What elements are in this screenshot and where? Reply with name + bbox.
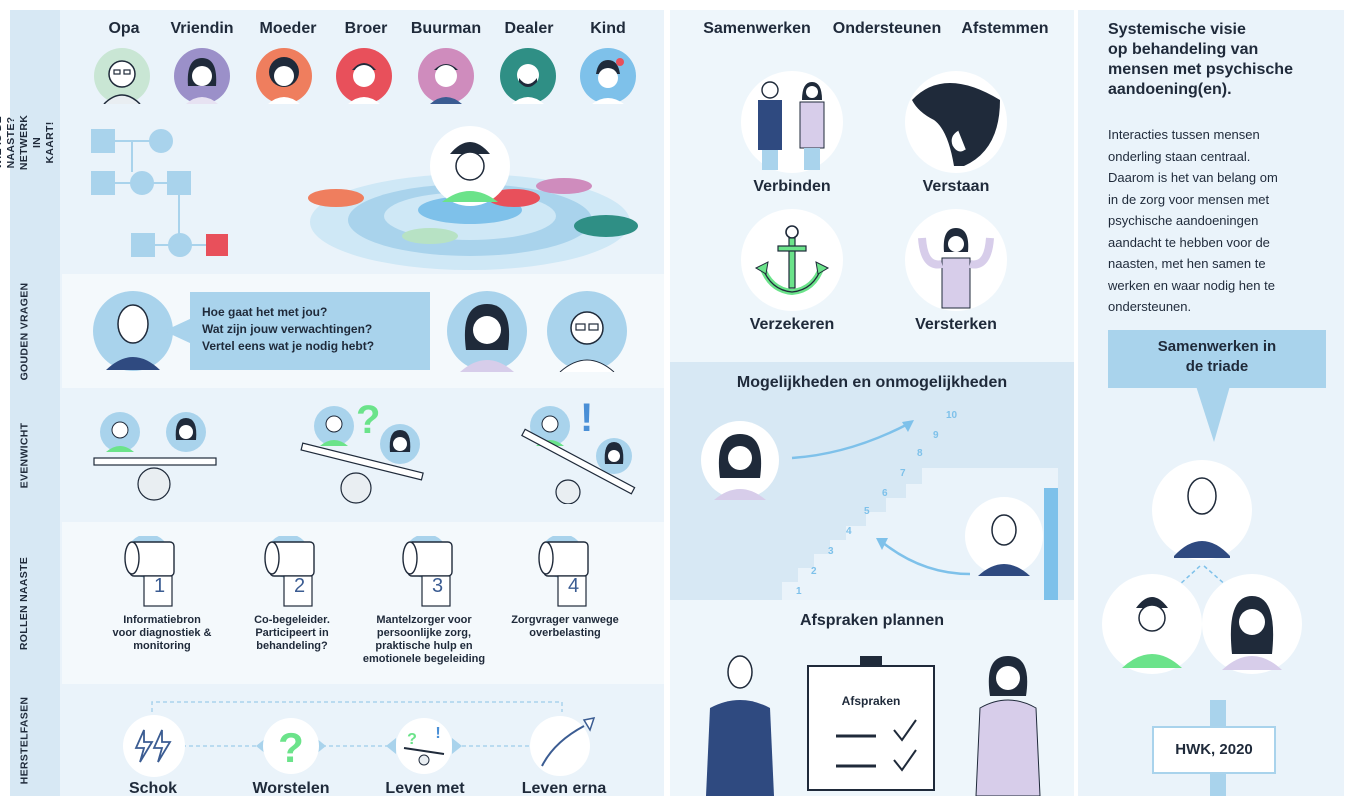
person-name-kind: Kind bbox=[590, 20, 626, 37]
triade-diagram bbox=[1102, 460, 1302, 674]
lightning-icon bbox=[123, 715, 185, 777]
step-8: 8 bbox=[917, 448, 923, 459]
step-7: 7 bbox=[900, 468, 906, 479]
exclamation-symbol: ! bbox=[580, 396, 594, 440]
section-strip bbox=[10, 10, 60, 796]
avatar-opa bbox=[94, 48, 150, 104]
roll-number-1: 1 bbox=[154, 575, 166, 597]
person-name-buurman: Buurman bbox=[410, 20, 482, 37]
step-6: 6 bbox=[882, 488, 888, 499]
network-ripple-illustration bbox=[308, 126, 638, 270]
person-name-opa: Opa bbox=[108, 20, 140, 37]
versterken-illustration bbox=[905, 209, 1007, 311]
genogram-diagram bbox=[91, 129, 228, 257]
question-2: Wat zijn jouw verwachtingen? bbox=[202, 322, 373, 336]
step-10: 10 bbox=[946, 410, 958, 421]
step-9: 9 bbox=[933, 430, 939, 441]
roll-icon-1 bbox=[124, 536, 175, 607]
avatar-broer bbox=[336, 48, 392, 104]
avatar-man-stairs bbox=[965, 497, 1043, 576]
person-name-dealer: Dealer bbox=[504, 20, 554, 37]
gouden-vragen-bubble: Hoe gaat het met jou? Wat zijn jouw verw… bbox=[190, 292, 430, 370]
board-title: Afspraken bbox=[841, 694, 901, 708]
speech-bubble-tail bbox=[164, 318, 192, 344]
person-name-moeder: Moeder bbox=[259, 20, 317, 37]
anchor-icon bbox=[741, 209, 843, 311]
avatar-kind bbox=[580, 48, 636, 104]
mogelijkheden-title: Mogelijkheden en onmogelijkheden bbox=[736, 374, 1008, 391]
section-label-herstelfasen: HERSTELFASEN bbox=[18, 696, 31, 784]
header-afstemmen: Afstemmen bbox=[961, 20, 1049, 37]
step-1: 1 bbox=[796, 586, 802, 597]
section-label-evenwicht: EVENWICHT bbox=[18, 422, 31, 488]
header-ondersteunen: Ondersteunen bbox=[832, 20, 942, 37]
avatar-woman-questions bbox=[447, 291, 527, 372]
concept-verbinden: Verbinden bbox=[753, 178, 831, 195]
concept-versterken: Versterken bbox=[915, 316, 997, 333]
avatar-moeder bbox=[256, 48, 312, 104]
roll-icon-4 bbox=[538, 536, 589, 607]
roll-icon-2 bbox=[264, 536, 315, 607]
section-label-rollen: ROLLEN NAASTE bbox=[18, 556, 31, 650]
step-2: 2 bbox=[811, 566, 817, 577]
question-mark-symbol: ? bbox=[356, 398, 381, 442]
verbinden-illustration bbox=[741, 71, 843, 173]
concept-verstaan: Verstaan bbox=[922, 178, 990, 195]
avatar-woman-stairs bbox=[701, 421, 779, 500]
roll-icon-3 bbox=[402, 536, 453, 607]
hwk-sign: HWK, 2020 bbox=[1152, 726, 1276, 774]
verstaan-illustration bbox=[905, 71, 1007, 173]
question-1: Hoe gaat het met jou? bbox=[202, 305, 328, 319]
concept-verzekeren: Verzekeren bbox=[749, 316, 835, 333]
phase-schok: Schok bbox=[128, 780, 177, 796]
phase-leven-erna: Leven erna bbox=[521, 780, 607, 796]
svg-text:!: ! bbox=[435, 725, 440, 742]
person-name-vriendin: Vriendin bbox=[170, 20, 234, 37]
balance-exclamation bbox=[521, 406, 636, 504]
phase-worstelen: Worstelen bbox=[252, 780, 330, 796]
roll-number-4: 4 bbox=[568, 575, 580, 597]
question-icon: ? bbox=[256, 718, 326, 774]
arrow-up-curve bbox=[791, 420, 914, 460]
roll-number-2: 2 bbox=[294, 575, 306, 597]
svg-text:?: ? bbox=[407, 731, 417, 748]
callout-tail bbox=[1196, 386, 1230, 442]
question-3: Vertel eens wat je nodig hebt? bbox=[202, 339, 375, 353]
person-name-broer: Broer bbox=[344, 20, 388, 37]
woman-standing bbox=[975, 656, 1041, 796]
header-samenwerken: Samenwerken bbox=[703, 20, 811, 37]
svg-text:?: ? bbox=[278, 724, 304, 771]
phase-leven-met: Leven met bbox=[385, 780, 465, 796]
section-label-gouden-vragen: GOUDEN VRAGEN bbox=[18, 282, 31, 380]
man-standing bbox=[706, 655, 774, 796]
afspraken-board bbox=[807, 656, 935, 791]
arrow-up-icon bbox=[530, 716, 596, 776]
balance-level bbox=[93, 412, 217, 501]
afspraken-title: Afspraken plannen bbox=[799, 612, 945, 629]
avatar-vriendin bbox=[174, 48, 230, 104]
avatar-buurman bbox=[418, 48, 474, 104]
avatar-client-questions bbox=[93, 291, 173, 371]
arrow-down-curve bbox=[876, 538, 971, 576]
herstel-connector bbox=[151, 701, 563, 747]
step-4: 4 bbox=[846, 526, 852, 537]
avatar-grandpa-questions bbox=[547, 291, 627, 372]
step-3: 3 bbox=[828, 546, 834, 557]
balance-question bbox=[300, 406, 424, 504]
step-5: 5 bbox=[864, 506, 870, 517]
section-label-network: WIE IS DE NAASTE? NETWERK IN KAART! bbox=[0, 114, 57, 170]
roll-number-3: 3 bbox=[432, 575, 444, 597]
balance-mini-icon: ? ! bbox=[386, 718, 462, 774]
avatar-dealer bbox=[500, 48, 556, 104]
